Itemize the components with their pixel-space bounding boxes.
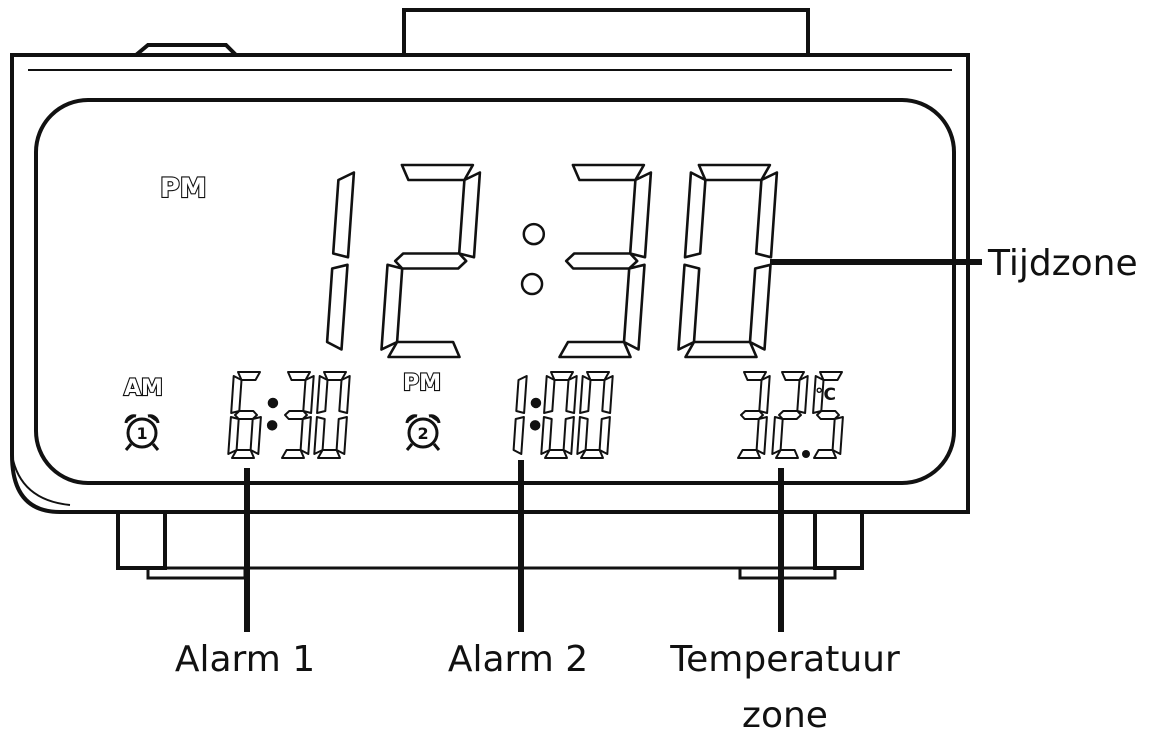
main-period-indicator: PM xyxy=(160,173,207,204)
colon-dot xyxy=(266,420,278,431)
segment-b xyxy=(338,375,351,414)
segment-d xyxy=(684,340,758,359)
digit-6 xyxy=(227,371,262,459)
alarm2-number: 2 xyxy=(417,424,428,443)
segment-b xyxy=(515,375,528,414)
colon-dot xyxy=(267,397,279,409)
temperature-digits xyxy=(737,371,844,459)
segment-b xyxy=(796,375,809,414)
main-time-digits xyxy=(325,163,779,359)
time-zone-label: Tijdzone xyxy=(987,243,1138,284)
snooze-bar xyxy=(134,8,810,57)
segment-f xyxy=(683,171,707,259)
digit-0 xyxy=(313,371,351,459)
segment-c xyxy=(299,416,312,455)
segment-d xyxy=(558,340,632,359)
segment-e xyxy=(540,416,553,455)
segment-b xyxy=(331,171,356,259)
digit-3 xyxy=(737,371,771,459)
colon-dot xyxy=(529,420,541,431)
digit-0 xyxy=(540,371,578,459)
colon-dot xyxy=(520,272,544,296)
segment-g xyxy=(778,410,802,420)
alarm1-number: 1 xyxy=(136,424,147,443)
alarm2-time-digits xyxy=(512,371,614,459)
segment-e xyxy=(227,416,240,455)
segment-c xyxy=(325,263,349,351)
alarm1-label: Alarm 1 xyxy=(175,639,315,680)
lcd-display xyxy=(34,98,956,485)
colon-dot xyxy=(522,222,546,246)
segment-d xyxy=(813,449,837,459)
segment-b xyxy=(758,375,771,414)
segment-d xyxy=(281,449,305,459)
segment-g xyxy=(564,252,639,270)
decimal-point xyxy=(802,450,810,458)
digit-2 xyxy=(380,163,482,359)
clock-feet xyxy=(116,505,864,580)
segment-a xyxy=(400,163,475,182)
segment-c xyxy=(755,416,768,455)
digit-1 xyxy=(325,171,356,351)
segment-c xyxy=(562,416,575,455)
alarm-clock-icon-1: 1 xyxy=(124,414,160,451)
segment-d xyxy=(231,449,255,459)
colon-dot xyxy=(530,397,542,409)
segment-d xyxy=(580,449,604,459)
segment-e xyxy=(313,416,326,455)
segment-a xyxy=(697,163,772,182)
segment-g xyxy=(740,410,764,420)
segment-f xyxy=(230,375,243,414)
segment-g xyxy=(816,410,840,420)
segment-b xyxy=(754,171,779,259)
segment-d xyxy=(387,340,461,359)
digit-3 xyxy=(281,371,315,459)
segment-a xyxy=(571,163,646,182)
temperature-label-line1: Temperatuur xyxy=(669,639,900,680)
segment-f xyxy=(543,375,556,414)
segment-c xyxy=(249,416,262,455)
segment-e xyxy=(677,263,701,351)
segment-c xyxy=(512,416,525,455)
segment-d xyxy=(737,449,761,459)
segment-e xyxy=(771,416,784,455)
alarm2-period-indicator: PM xyxy=(403,371,441,396)
segment-b xyxy=(601,375,614,414)
temperature-label-line2: zone xyxy=(742,695,828,731)
segment-g xyxy=(393,252,468,270)
segment-b xyxy=(302,375,315,414)
digit-2 xyxy=(771,371,809,459)
digit-5 xyxy=(812,371,844,459)
segment-d xyxy=(544,449,568,459)
segment-g xyxy=(284,410,308,420)
temperature-unit: °C xyxy=(815,385,836,405)
segment-c xyxy=(335,416,348,455)
segment-e xyxy=(576,416,589,455)
segment-d xyxy=(317,449,341,459)
segment-f xyxy=(579,375,592,414)
digit-1 xyxy=(512,375,528,455)
digit-0 xyxy=(677,163,779,359)
alarm2-label: Alarm 2 xyxy=(448,639,588,680)
segment-d xyxy=(775,449,799,459)
segment-a xyxy=(819,371,843,381)
segment-c xyxy=(598,416,611,455)
digit-0 xyxy=(576,371,614,459)
alarm-clock-icon-2: 2 xyxy=(405,414,441,451)
alarm1-period-indicator: AM xyxy=(124,376,163,401)
segment-f xyxy=(316,375,329,414)
segment-b xyxy=(565,375,578,414)
segment-a xyxy=(237,371,261,381)
segment-c xyxy=(831,416,844,455)
alarm1-time-digits xyxy=(227,371,351,459)
digit-3 xyxy=(558,163,653,359)
